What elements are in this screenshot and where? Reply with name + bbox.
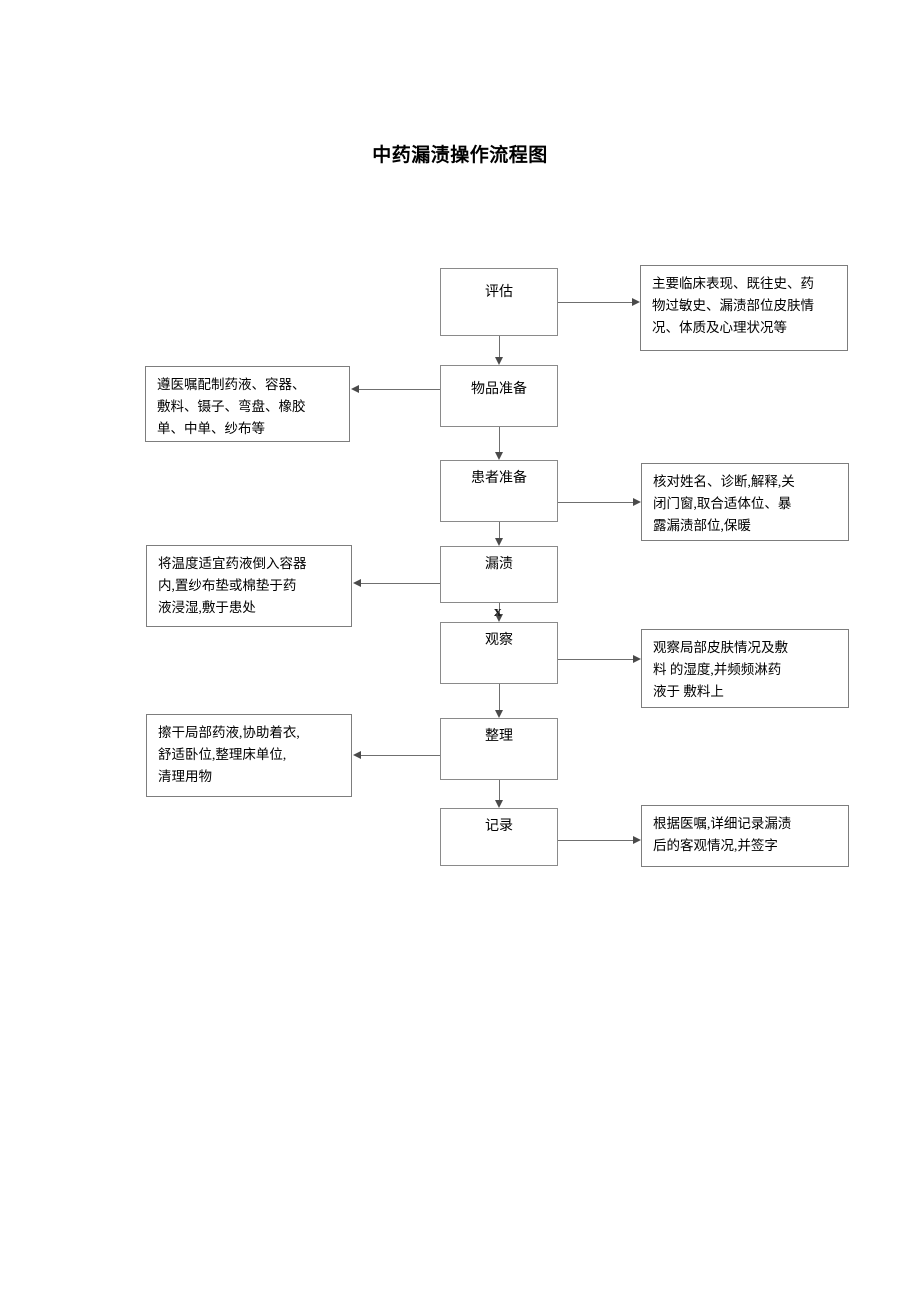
note-tidy: 擦干局部药液,协助着衣, 舒适卧位,整理床单位, 清理用物: [146, 714, 352, 797]
connector-soak-to-note: [361, 583, 440, 584]
flow-node-patient-prep[interactable]: 患者准备: [440, 460, 558, 522]
arrow-down-icon: [494, 357, 503, 365]
arrow-down-icon: [494, 800, 503, 808]
note-soak: 将温度适宜药液倒入容器 内,置纱布垫或棉垫于药 液浸湿,敷于患处: [146, 545, 352, 627]
soak-observe-x-mark: x: [494, 604, 502, 620]
page-title: 中药漏渍操作流程图: [372, 145, 548, 166]
flow-node-label: 观察: [485, 633, 513, 648]
connector-assess-to-note: [558, 302, 632, 303]
arrow-right-icon: [633, 654, 641, 663]
connector-item-prep-to-note: [359, 389, 440, 390]
connector-patient-prep-to-soak: [499, 522, 500, 538]
connector-tidy-to-record: [499, 780, 500, 800]
note-patient-prep: 核对姓名、诊断,解释,关 闭门窗,取合适体位、暴 露漏渍部位,保暖: [641, 463, 849, 541]
arrow-right-icon: [632, 297, 640, 306]
flow-node-tidy[interactable]: 整理: [440, 718, 558, 780]
flow-node-label: 患者准备: [471, 471, 527, 486]
arrow-right-icon: [633, 835, 641, 844]
connector-patient-prep-to-note: [558, 502, 633, 503]
note-assess: 主要临床表现、既往史、药 物过敏史、漏渍部位皮肤情 况、体质及心理状况等: [640, 265, 848, 351]
connector-soak-to-observe: [499, 603, 500, 614]
flow-node-item-prep[interactable]: 物品准备: [440, 365, 558, 427]
connector-observe-to-tidy: [499, 684, 500, 710]
arrow-down-icon: [494, 614, 503, 622]
flow-node-record[interactable]: 记录: [440, 808, 558, 866]
arrow-left-icon: [351, 384, 359, 393]
arrow-down-icon: [494, 538, 503, 546]
flow-node-label: 记录: [485, 819, 513, 834]
flow-node-assess[interactable]: 评估: [440, 268, 558, 336]
arrow-down-icon: [494, 452, 503, 460]
arrow-left-icon: [353, 750, 361, 759]
arrow-left-icon: [353, 578, 361, 587]
arrow-right-icon: [633, 497, 641, 506]
flow-node-observe[interactable]: 观察: [440, 622, 558, 684]
note-item-prep: 遵医嘱配制药液、容器、 敷料、镊子、弯盘、橡胶 单、中单、纱布等: [145, 366, 350, 442]
connector-record-to-note: [558, 840, 633, 841]
note-observe: 观察局部皮肤情况及敷 料 的湿度,并频频淋药 液于 敷料上: [641, 629, 849, 708]
connector-observe-to-note: [558, 659, 633, 660]
flow-node-label: 评估: [485, 285, 513, 300]
connector-tidy-to-note: [361, 755, 440, 756]
flow-node-label: 物品准备: [471, 382, 527, 397]
note-record: 根据医嘱,详细记录漏渍 后的客观情况,并签字: [641, 805, 849, 867]
flow-node-label: 整理: [485, 729, 513, 744]
arrow-down-icon: [494, 710, 503, 718]
connector-assess-to-item-prep: [499, 336, 500, 357]
flow-node-label: 漏渍: [485, 557, 513, 572]
connector-item-prep-to-patient-prep: [499, 427, 500, 452]
flow-node-soak[interactable]: 漏渍: [440, 546, 558, 603]
